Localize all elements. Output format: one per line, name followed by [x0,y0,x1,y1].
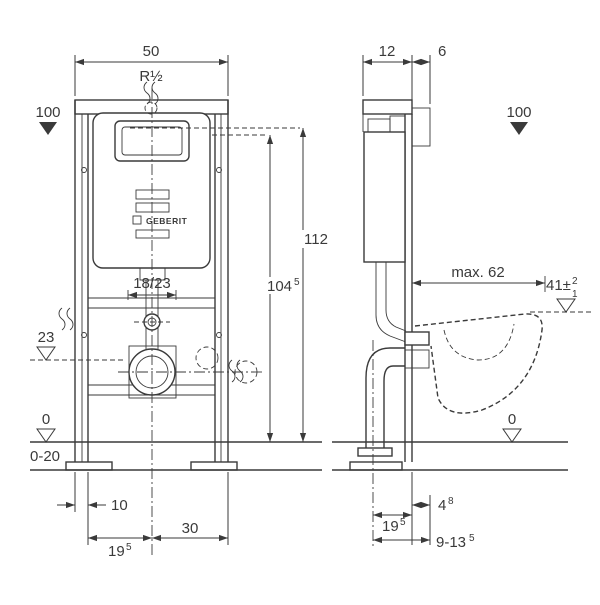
wall-anchor-point [195,346,219,370]
geberit-logo-mark [132,215,142,225]
floor-lines [30,441,568,471]
flex-symbol-left [58,307,74,331]
dim-label-104-5: 104 [267,278,292,295]
dim-label-41-minus-tol: 1 [572,289,578,300]
dim-label-104-5-sup: 5 [294,277,300,288]
dim-label-112: 112 [304,231,328,248]
dim-label-10: 10 [111,497,128,514]
water-connection-port [144,101,158,115]
cistern-side [363,131,406,263]
dim-label-4-8: 4 [438,497,446,514]
label-bar [135,189,170,200]
dim-label-max-62: max. 62 [451,264,504,281]
level-label-100-front: 100 [35,104,60,121]
concealed-cistern [92,112,211,269]
flex-symbol-right [228,359,244,383]
flush-bend-stub [139,267,166,281]
level-label-0-side: 0 [508,411,516,428]
level-triangle-open [36,346,56,361]
pipe-flange [357,447,393,457]
bowl-inlet-stub [404,331,430,346]
dim-label-30: 30 [182,520,199,537]
level-triangle-open [556,298,576,313]
dim-label-width-50: 50 [143,43,160,60]
side-view-structure [349,99,543,471]
side-foot-plate [349,461,403,471]
level-triangle-open [36,428,56,443]
level-triangle-filled [510,122,528,135]
dim-label-12: 12 [379,43,396,60]
dim-label-19-5-side: 19 [382,518,399,535]
dim-label-19-5-front-sup: 5 [126,542,132,553]
dim-label-9-13-5: 9-13 [436,534,466,551]
level-label-23: 23 [38,329,55,346]
side-dimensions [362,55,592,545]
label-floor-range-0-20: 0-20 [30,448,60,465]
level-label-0-front: 0 [42,411,50,428]
dim-label-19-5-front: 19 [108,543,125,560]
dim-label-outlet-18-23: 18/23 [133,275,171,292]
drain-pipe [365,347,405,448]
level-triangle-filled [39,122,57,135]
dim-label-41-plus-tol: 2 [572,276,578,287]
side-top-crossbar [362,99,413,115]
right-foot-plate [190,461,238,471]
label-bar [135,229,170,239]
wall-mounting-bracket [411,107,431,147]
geberit-logo-text: GEBERIT [146,216,188,226]
bowl-outlet-stub [404,349,430,369]
front-dimensions [30,55,307,545]
fill-valve [367,118,391,133]
label-water-connection-r12: R½ [139,68,163,85]
left-foot-plate [65,461,113,471]
label-bar [135,202,170,213]
level-label-100-side: 100 [506,104,531,121]
dim-label-9-13-5-sup: 5 [469,533,475,544]
level-triangle-open [502,428,522,443]
labels: 50 R½ 100 112 104 5 18/23 23 0 0-20 10 1… [30,43,578,560]
dim-label-41: 41± [546,277,571,294]
dim-label-4-8-sup: 8 [448,496,454,507]
wc-bowl-outline [414,313,543,414]
dim-label-19-5-side-sup: 5 [400,517,406,528]
dim-label-6: 6 [438,43,446,60]
